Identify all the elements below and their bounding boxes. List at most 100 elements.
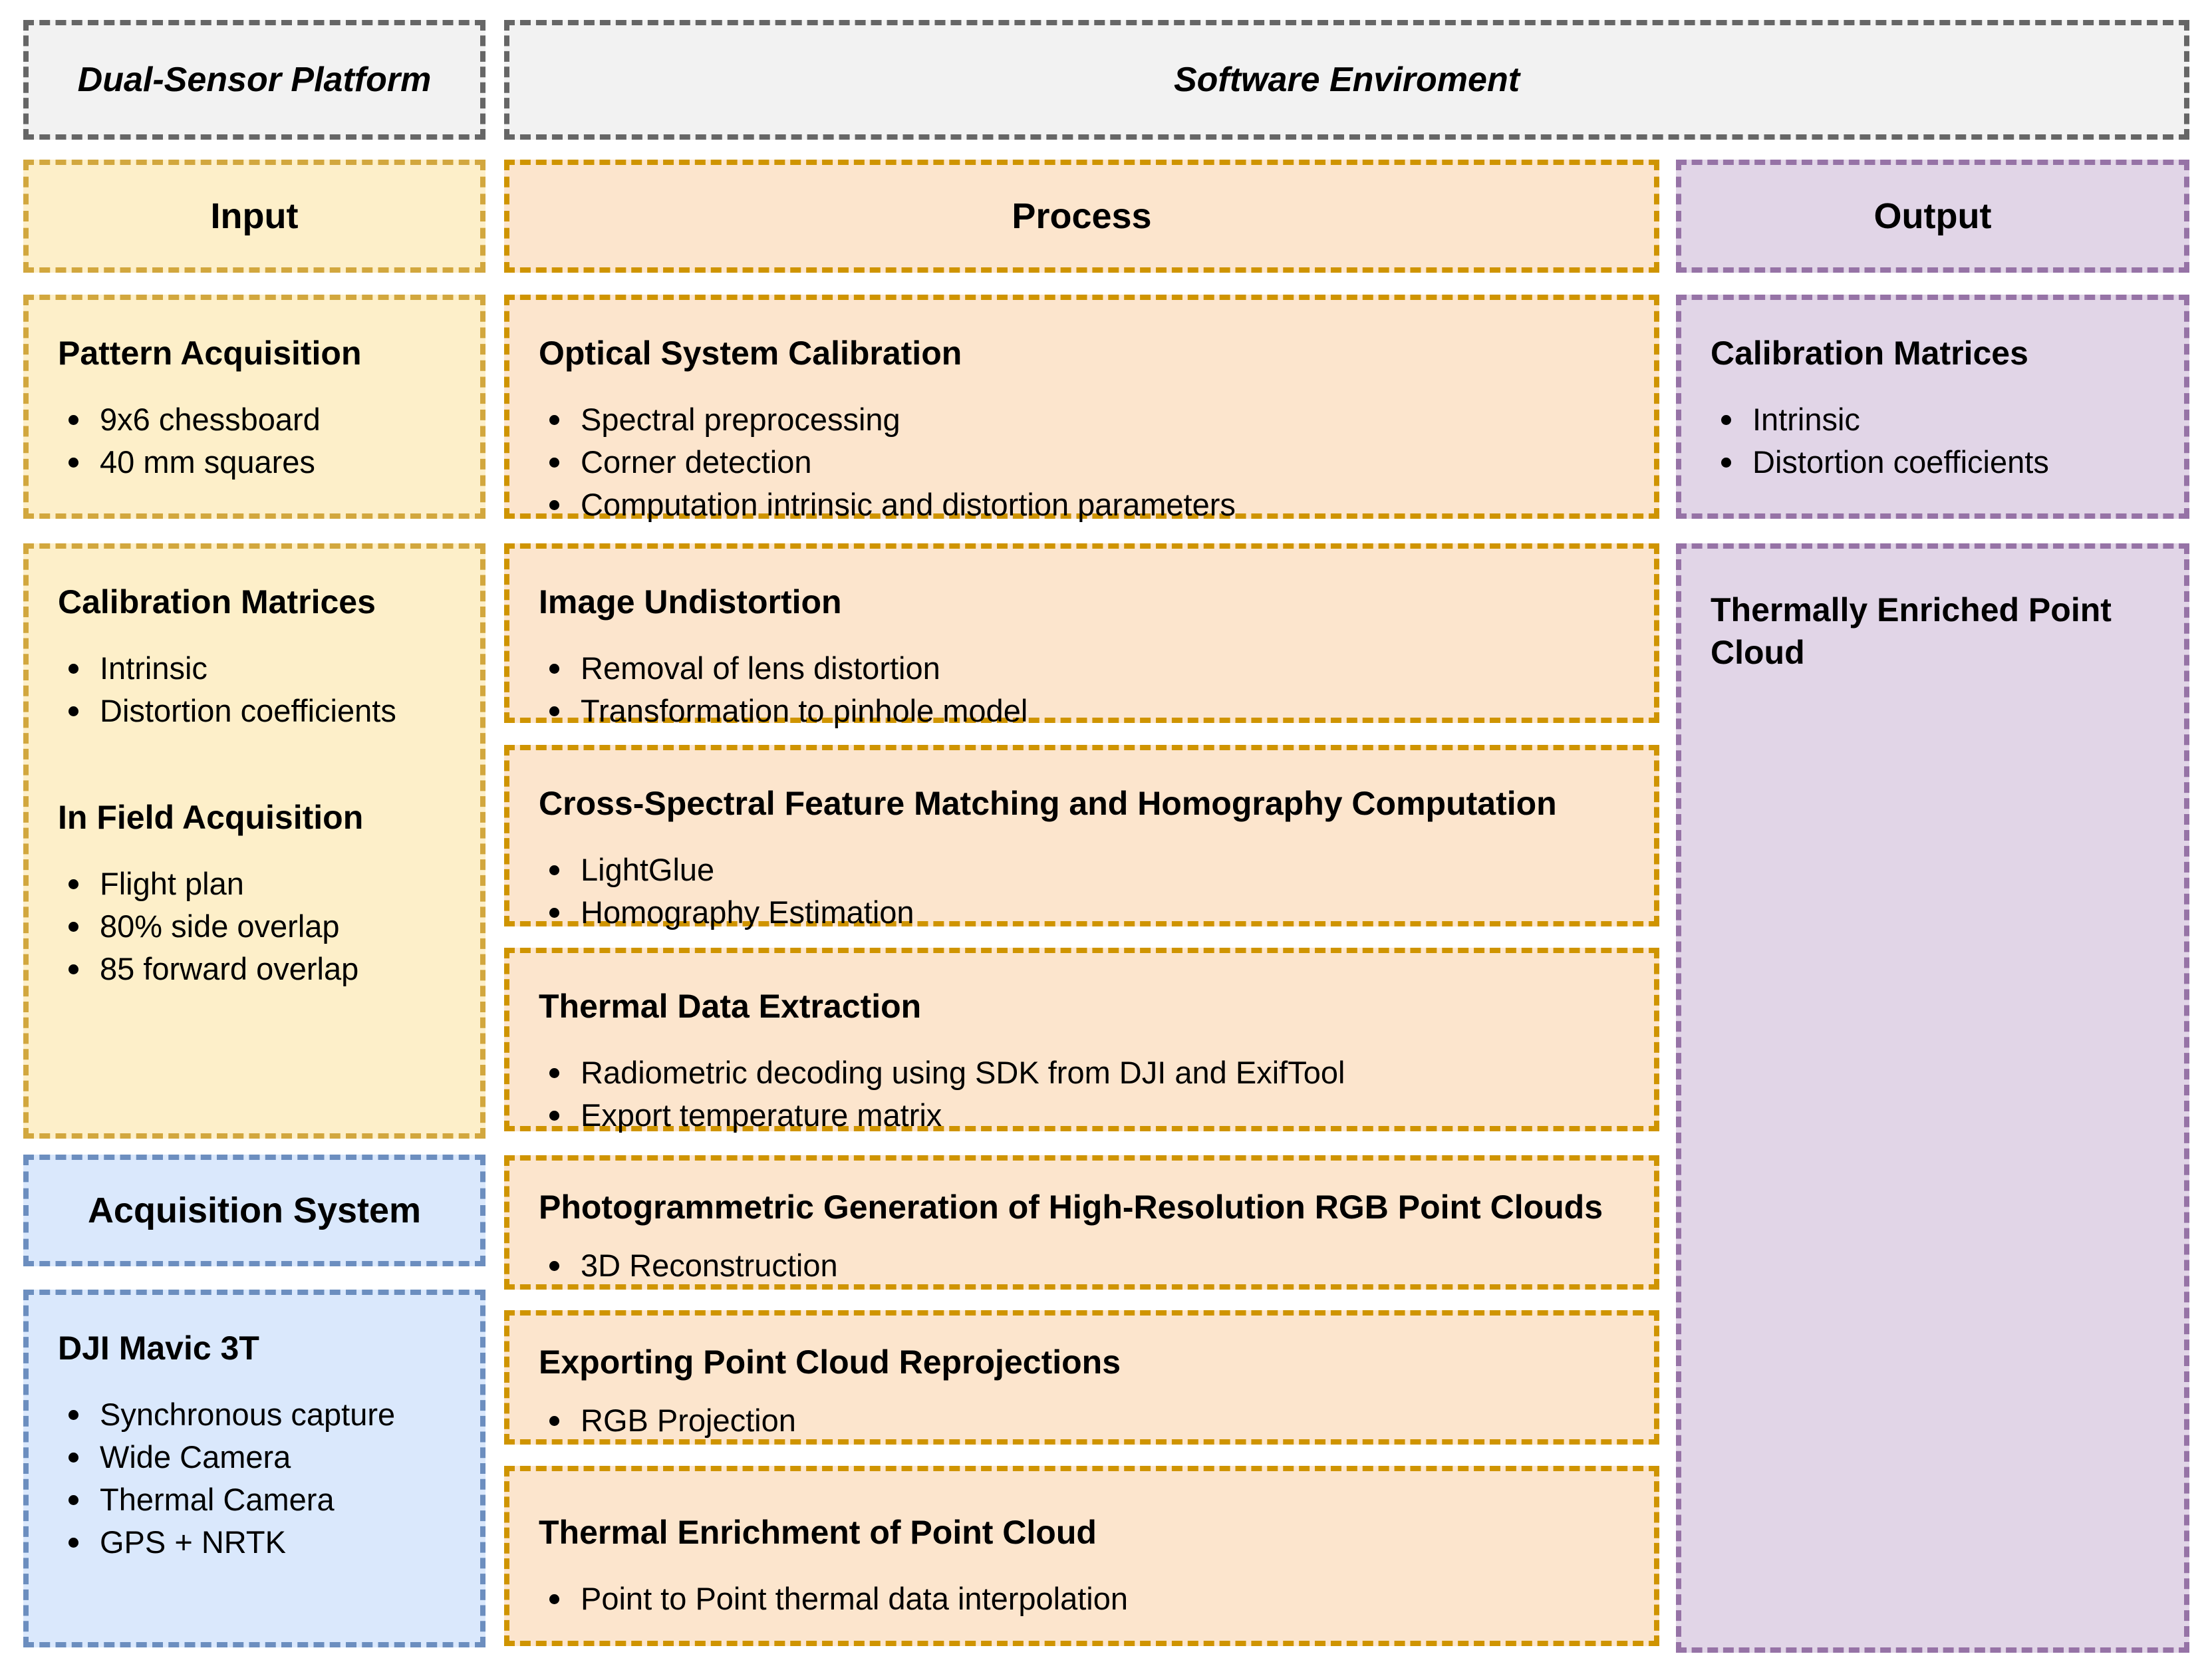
bullet-text: GPS + NRTK: [100, 1524, 286, 1560]
exporting-reprojections-box: Exporting Point Cloud Reprojections RGB …: [504, 1310, 1659, 1445]
thermal-enrichment-title: Thermal Enrichment of Point Cloud: [539, 1514, 1097, 1551]
bullet-item: Intrinsic: [1711, 398, 2157, 441]
output-calibration-matrices-title: Calibration Matrices: [1711, 335, 2028, 372]
bullet-text: Distortion coefficients: [1752, 444, 2049, 480]
bullet-item: GPS + NRTK: [58, 1521, 454, 1564]
image-undistortion-box: Image Undistortion Removal of lens disto…: [504, 543, 1659, 728]
bullet-text: Corner detection: [581, 444, 812, 480]
bullet-text: LightGlue: [581, 852, 715, 887]
photogrammetric-generation-bullets: 3D Reconstruction: [539, 1244, 1627, 1287]
bullet-item: Computation intrinsic and distortion par…: [539, 484, 1627, 526]
bullet-text: Computation intrinsic and distortion par…: [581, 487, 1236, 522]
acquisition-system-box: Acquisition System: [23, 1155, 485, 1266]
bullet-dot-icon: [69, 706, 78, 716]
bullet-dot-icon: [549, 865, 559, 875]
bullet-item: Homography Estimation: [539, 891, 1627, 934]
software-environment-label: Software Enviroment: [1173, 61, 1520, 99]
bullet-item: Radiometric decoding using SDK from DJI …: [539, 1051, 1627, 1094]
bullet-dot-icon: [549, 1068, 559, 1078]
bullet-dot-icon: [69, 458, 78, 468]
bullet-text: 40 mm squares: [100, 444, 315, 480]
exporting-reprojections-bullets: RGB Projection: [539, 1399, 1627, 1442]
bullet-item: Distortion coefficients: [1711, 441, 2157, 484]
cross-spectral-matching-title: Cross-Spectral Feature Matching and Homo…: [539, 785, 1557, 822]
thermally-enriched-point-cloud-box: Thermally Enriched Point Cloud: [1676, 543, 2189, 1653]
bullet-text: Wide Camera: [100, 1439, 291, 1474]
bullet-dot-icon: [69, 964, 78, 974]
bullet-text: 9x6 chessboard: [100, 402, 321, 437]
bullet-text: Removal of lens distortion: [581, 650, 940, 686]
bullet-item: RGB Projection: [539, 1399, 1627, 1442]
calibration-matrices-title: Calibration Matrices: [58, 583, 376, 621]
input-column-header: Input: [23, 160, 485, 273]
thermal-data-extraction-box: Thermal Data Extraction Radiometric deco…: [504, 948, 1659, 1133]
bullet-text: RGB Projection: [581, 1403, 796, 1438]
bullet-dot-icon: [69, 879, 78, 889]
bullet-item: 40 mm squares: [58, 441, 454, 484]
in-field-acquisition-section: In Field Acquisition Flight plan 80% side…: [58, 796, 454, 990]
thermal-enrichment-box: Thermal Enrichment of Point Cloud Point …: [504, 1466, 1659, 1646]
bullet-item: Flight plan: [58, 863, 454, 905]
process-column-label: Process: [1012, 196, 1152, 236]
bullet-dot-icon: [69, 1495, 78, 1505]
cross-spectral-matching-box: Cross-Spectral Feature Matching and Homo…: [504, 745, 1659, 930]
bullet-dot-icon: [549, 908, 559, 918]
optical-system-calibration-title: Optical System Calibration: [539, 335, 962, 372]
bullet-dot-icon: [69, 1453, 78, 1463]
dji-mavic-3t-title: DJI Mavic 3T: [58, 1330, 259, 1367]
bullet-item: Synchronous capture: [58, 1393, 454, 1436]
bullet-text: Radiometric decoding using SDK from DJI …: [581, 1055, 1345, 1090]
bullet-text: Point to Point thermal data interpolatio…: [581, 1581, 1129, 1616]
photogrammetric-generation-title: Photogrammetric Generation of High-Resol…: [539, 1189, 1603, 1226]
bullet-item: Corner detection: [539, 441, 1627, 484]
bullet-text: Thermal Camera: [100, 1482, 335, 1517]
acquisition-system-label: Acquisition System: [87, 1190, 422, 1230]
optical-system-calibration-box: Optical System Calibration Spectral prep…: [504, 295, 1659, 522]
bullet-dot-icon: [549, 1416, 559, 1426]
bullet-item: Intrinsic: [58, 647, 454, 690]
output-column-label: Output: [1873, 196, 1992, 236]
bullet-item: Export temperature matrix: [539, 1094, 1627, 1137]
bullet-item: Transformation to pinhole model: [539, 690, 1627, 732]
pattern-acquisition-title: Pattern Acquisition: [58, 335, 362, 372]
input-column-label: Input: [210, 196, 299, 236]
bullet-item: Distortion coefficients: [58, 690, 454, 732]
image-undistortion-title: Image Undistortion: [539, 583, 842, 621]
software-environment-header: Software Enviroment: [504, 20, 2189, 140]
bullet-dot-icon: [69, 1410, 78, 1420]
bullet-dot-icon: [549, 458, 559, 468]
bullet-item: LightGlue: [539, 849, 1627, 891]
bullet-dot-icon: [69, 922, 78, 932]
bullet-item: Point to Point thermal data interpolatio…: [539, 1578, 1627, 1620]
bullet-dot-icon: [1721, 415, 1731, 425]
bullet-text: Intrinsic: [1752, 402, 1860, 437]
bullet-item: 85 forward overlap: [58, 948, 454, 990]
bullet-text: 3D Reconstruction: [581, 1248, 838, 1283]
in-field-acquisition-title: In Field Acquisition: [58, 799, 364, 836]
pattern-acquisition-bullets: 9x6 chessboard 40 mm squares: [58, 398, 454, 484]
bullet-text: 85 forward overlap: [100, 951, 359, 986]
bullet-text: Export temperature matrix: [581, 1097, 942, 1133]
photogrammetric-generation-box: Photogrammetric Generation of High-Resol…: [504, 1155, 1659, 1290]
bullet-item: Removal of lens distortion: [539, 647, 1627, 690]
bullet-dot-icon: [69, 415, 78, 425]
in-field-acquisition-bullets: Flight plan 80% side overlap 85 forward ov…: [58, 863, 454, 990]
bullet-dot-icon: [549, 500, 559, 510]
bullet-dot-icon: [69, 664, 78, 674]
bullet-text: Synchronous capture: [100, 1397, 396, 1432]
bullet-dot-icon: [549, 706, 559, 716]
thermal-data-extraction-title: Thermal Data Extraction: [539, 988, 922, 1025]
bullet-dot-icon: [549, 1594, 559, 1604]
bullet-item: Thermal Camera: [58, 1478, 454, 1521]
bullet-text: 80% side overlap: [100, 909, 340, 944]
bullet-text: Transformation to pinhole model: [581, 693, 1028, 728]
